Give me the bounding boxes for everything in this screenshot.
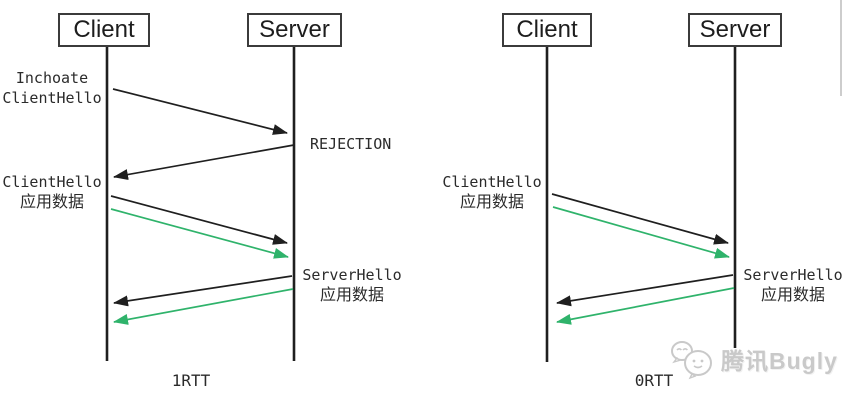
label-line: ServerHello [302,266,402,284]
left-caption-1rtt: 1RTT [171,371,211,390]
right-client-box: Client [502,13,592,47]
right-arrow-client-appdata-green [552,206,730,259]
left-client-box: Client [58,13,150,47]
right-clienthello-label: ClientHello 应用数据 [440,172,544,212]
label-line: Inchoate [15,69,89,87]
label-line: ClientHello [2,173,102,191]
tencent-bugly-watermark: 腾讯Bugly [670,338,838,380]
left-arrow-rejection [113,144,295,180]
label-line: REJECTION [310,135,392,153]
right-arrow-clienthello [551,193,729,245]
watermark-brand-text: 腾讯Bugly [721,348,838,374]
left-arrow-server-appdata-green [113,288,294,325]
label-line: 应用数据 [760,285,825,304]
left-arrow-client-appdata-green [110,208,289,259]
label-line: ServerHello [743,266,843,284]
left-clienthello-label: ClientHello 应用数据 [0,172,104,212]
left-server-box: Server [247,13,342,47]
left-arrow-clienthello [110,195,288,245]
label-line: ClientHello [2,89,102,107]
bugly-mascot-icon [671,341,712,380]
right-server-box: Server [688,13,782,47]
right-serverhello-label: ServerHello 应用数据 [740,265,845,305]
right-caption-0rtt: 0RTT [634,371,674,390]
label-line: 应用数据 [19,192,84,211]
label-line: 应用数据 [319,285,384,304]
right-arrow-server-appdata-green [556,287,735,325]
label-line: 应用数据 [459,192,524,211]
left-serverhello-label: ServerHello 应用数据 [299,265,405,305]
left-arrow-inchoate-clienthello [112,88,288,135]
left-rejection-label: REJECTION [310,134,391,154]
left-arrow-serverhello [113,275,293,307]
label-line: ClientHello [442,173,542,191]
right-arrow-serverhello [556,274,734,307]
left-inchoate-label: Inchoate ClientHello [0,68,104,108]
right-edge-scrollbar-line [840,0,842,96]
